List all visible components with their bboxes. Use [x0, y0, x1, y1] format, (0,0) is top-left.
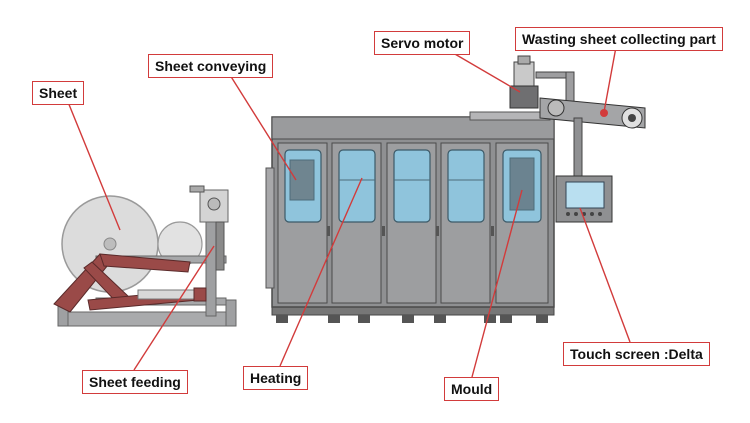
label-sheet: Sheet: [32, 81, 85, 105]
label-mould: Mould: [444, 377, 500, 401]
machine-body: [265, 111, 555, 323]
window-2: [338, 149, 376, 223]
callout-line-servo: [447, 49, 521, 93]
callout-line-wasting: [603, 46, 617, 113]
label-touch-screen: Touch screen :Delta: [563, 342, 710, 366]
waste-collecting-arm: [539, 97, 646, 129]
label-heating: Heating: [243, 366, 309, 390]
callout-line-sheet-feeding: [133, 245, 215, 371]
label-servo-motor: Servo motor: [374, 31, 471, 55]
touch-screen-panel: [555, 175, 613, 223]
window-3: [393, 149, 431, 223]
label-sheet-feeding: Sheet feeding: [82, 370, 188, 394]
label-wasting-sheet-collecting-part: Wasting sheet collecting part: [515, 27, 723, 51]
callout-lines: [67, 46, 631, 378]
window-4: [447, 149, 485, 223]
sheet-feeding-stand: [53, 185, 237, 327]
callout-line-sheet: [67, 101, 121, 231]
callout-line-touch: [579, 207, 631, 343]
callout-line-heating: [279, 177, 363, 367]
callout-line-mould: [471, 189, 523, 378]
label-sheet-conveying: Sheet conveying: [148, 54, 274, 78]
callout-line-sheet-conveying: [229, 74, 297, 181]
